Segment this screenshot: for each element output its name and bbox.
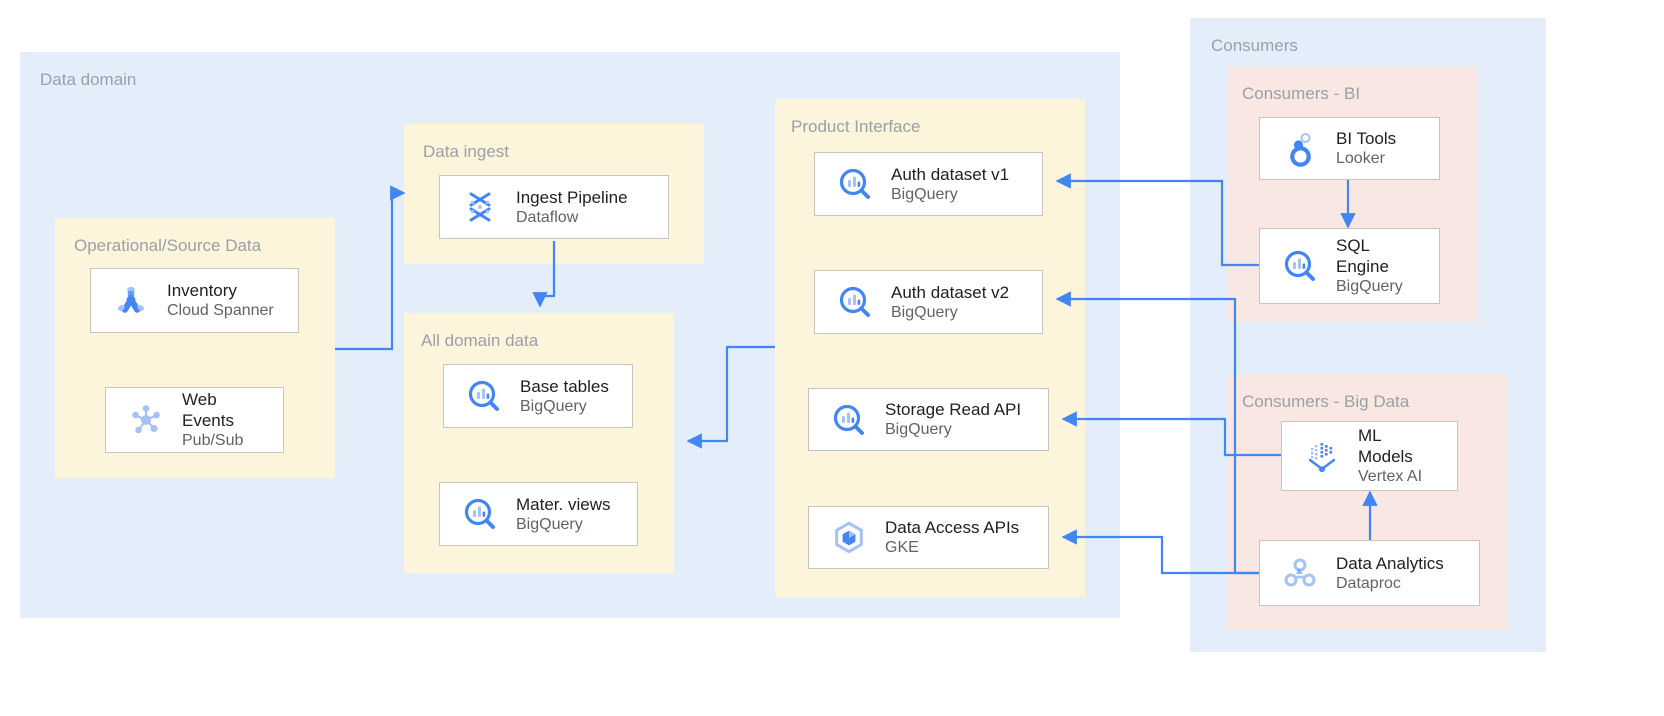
looker-icon	[1274, 123, 1326, 175]
node-web-events[interactable]: Web Events Pub/Sub	[105, 387, 284, 453]
group-data-domain-title: Data domain	[40, 70, 137, 89]
node-ml-models-title-line2: Models	[1358, 447, 1413, 466]
node-sql-engine[interactable]: SQL Engine BigQuery	[1259, 228, 1440, 304]
bigquery-icon	[823, 394, 875, 446]
node-bi-tools-text: BI Tools Looker	[1336, 128, 1396, 169]
node-sql-engine-title-line2: Engine	[1336, 257, 1389, 276]
dataproc-icon	[1274, 547, 1326, 599]
node-web-events-text: Web Events Pub/Sub	[182, 389, 243, 451]
node-inventory-title: Inventory	[167, 281, 237, 300]
group-consumers-big-data-title: Consumers - Big Data	[1242, 392, 1410, 411]
node-sql-engine-title-line1: SQL	[1336, 236, 1371, 255]
node-storage-read-api[interactable]: Storage Read API BigQuery	[808, 388, 1049, 451]
bigquery-icon	[454, 488, 506, 540]
bigquery-icon	[829, 276, 881, 328]
node-base-tables-text: Base tables BigQuery	[520, 376, 609, 417]
node-data-analytics-subtitle: Dataproc	[1336, 574, 1401, 592]
node-ml-models-subtitle: Vertex AI	[1358, 468, 1423, 485]
node-ingest-pipeline[interactable]: Ingest Pipeline Dataflow	[439, 175, 669, 239]
node-bi-tools[interactable]: BI Tools Looker	[1259, 117, 1440, 180]
node-storage-read-api-text: Storage Read API BigQuery	[885, 399, 1021, 440]
node-inventory[interactable]: Inventory Cloud Spanner	[90, 268, 299, 333]
node-web-events-title-line2: Events	[182, 411, 234, 430]
gke-icon	[823, 512, 875, 564]
pubsub-icon	[120, 394, 172, 446]
node-bi-tools-title: BI Tools	[1336, 129, 1397, 148]
node-sql-engine-subtitle: BigQuery	[1336, 278, 1403, 295]
node-inventory-text: Inventory Cloud Spanner	[167, 280, 274, 321]
node-auth-dataset-v2-title: Auth dataset v2	[891, 282, 1010, 302]
bigquery-icon	[1274, 240, 1326, 292]
node-auth-dataset-v2[interactable]: Auth dataset v2 BigQuery	[814, 270, 1043, 334]
node-data-access-apis[interactable]: Data Access APIs GKE	[808, 506, 1049, 569]
node-storage-read-api-subtitle: BigQuery	[885, 421, 952, 438]
node-mater-views-text: Mater. views BigQuery	[516, 494, 610, 535]
node-ingest-pipeline-subtitle: Dataflow	[516, 208, 579, 226]
node-web-events-subtitle: Pub/Sub	[182, 432, 244, 449]
node-base-tables[interactable]: Base tables BigQuery	[443, 364, 633, 428]
group-product-interface-title: Product Interface	[791, 117, 921, 136]
node-mater-views[interactable]: Mater. views BigQuery	[439, 482, 638, 546]
group-data-ingest-title: Data ingest	[423, 142, 509, 161]
node-inventory-subtitle: Cloud Spanner	[167, 302, 274, 319]
node-auth-dataset-v1-subtitle: BigQuery	[891, 185, 958, 203]
node-data-analytics-text: Data Analytics Dataproc	[1336, 553, 1444, 594]
node-auth-dataset-v2-text: Auth dataset v2 BigQuery	[891, 282, 1009, 323]
node-data-access-apis-text: Data Access APIs GKE	[885, 517, 1019, 558]
bigquery-icon	[829, 158, 881, 210]
dataflow-icon	[454, 181, 506, 233]
cloud-spanner-icon	[105, 275, 157, 327]
node-mater-views-title: Mater. views	[516, 494, 611, 514]
group-consumers-title: Consumers	[1211, 36, 1298, 55]
node-base-tables-subtitle: BigQuery	[520, 397, 587, 415]
group-consumers-bi-title: Consumers - BI	[1242, 84, 1361, 103]
group-operational-source-data-title: Operational/Source Data	[74, 236, 262, 255]
node-ingest-pipeline-text: Ingest Pipeline Dataflow	[516, 187, 628, 228]
node-auth-dataset-v1-text: Auth dataset v1 BigQuery	[891, 164, 1009, 205]
node-ml-models-title-line1: ML	[1358, 426, 1382, 445]
node-auth-dataset-v1[interactable]: Auth dataset v1 BigQuery	[814, 152, 1043, 216]
node-web-events-title-line1: Web	[182, 390, 217, 409]
node-base-tables-title: Base tables	[520, 376, 609, 396]
node-data-analytics[interactable]: Data Analytics Dataproc	[1259, 540, 1480, 606]
node-ingest-pipeline-title: Ingest Pipeline	[516, 187, 628, 207]
node-data-access-apis-title: Data Access APIs	[885, 518, 1020, 537]
node-bi-tools-subtitle: Looker	[1336, 150, 1385, 167]
vertex-ai-icon	[1296, 430, 1348, 482]
node-data-access-apis-subtitle: GKE	[885, 539, 919, 556]
bigquery-icon	[458, 370, 510, 422]
node-data-analytics-title: Data Analytics	[1336, 553, 1444, 573]
node-sql-engine-text: SQL Engine BigQuery	[1336, 235, 1403, 297]
node-auth-dataset-v2-subtitle: BigQuery	[891, 303, 958, 321]
node-ml-models[interactable]: ML Models Vertex AI	[1281, 421, 1458, 491]
node-storage-read-api-title: Storage Read API	[885, 400, 1022, 419]
group-all-domain-data-title: All domain data	[421, 331, 539, 350]
node-auth-dataset-v1-title: Auth dataset v1	[891, 164, 1010, 184]
node-mater-views-subtitle: BigQuery	[516, 515, 583, 533]
node-ml-models-text: ML Models Vertex AI	[1358, 425, 1422, 487]
